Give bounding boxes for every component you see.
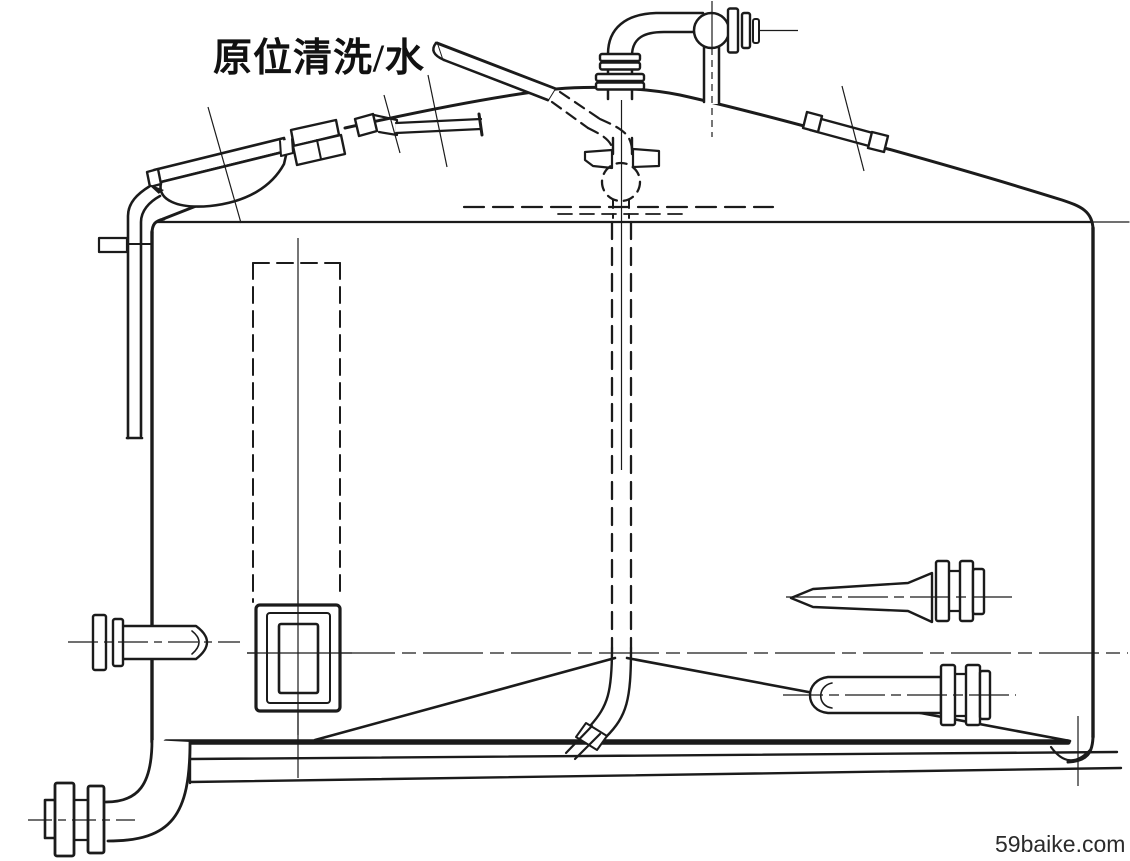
right-pointed-probe bbox=[786, 559, 1016, 624]
drain-flange bbox=[43, 781, 106, 858]
left-thermowell-probe bbox=[68, 613, 240, 672]
cip-water-label: 原位清洗/水 bbox=[213, 37, 425, 80]
roof-vent-fitting bbox=[801, 85, 890, 172]
cip-riser-flanges bbox=[594, 7, 760, 91]
internal-cip-downpipe bbox=[564, 95, 633, 761]
side-manway-sight-glass bbox=[247, 590, 352, 735]
bottom-drain-elbow bbox=[28, 738, 192, 858]
watermark-text: 59baike.com bbox=[995, 831, 1125, 857]
base-ring bbox=[163, 716, 1123, 786]
external-downpipe bbox=[97, 184, 162, 440]
right-rounded-probe bbox=[783, 663, 1016, 727]
roof-manhole-assembly bbox=[145, 74, 484, 224]
cip-diagonal-pipe bbox=[432, 41, 634, 154]
cip-supply-elbow bbox=[594, 1, 798, 137]
